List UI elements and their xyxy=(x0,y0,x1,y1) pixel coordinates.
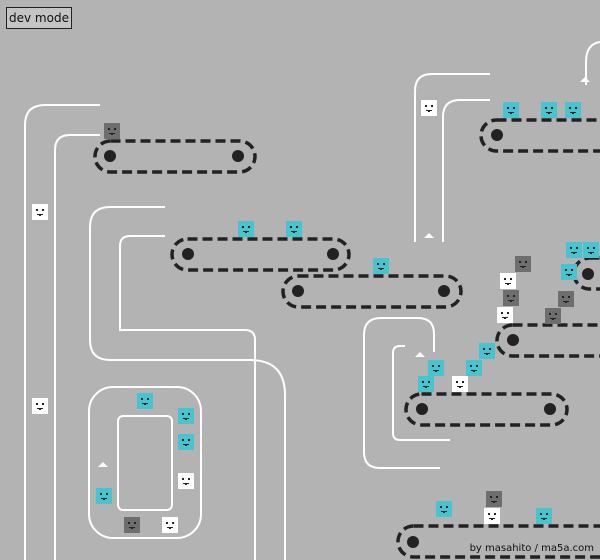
cyan-box xyxy=(566,242,582,258)
white-box xyxy=(32,204,48,220)
belt-3 xyxy=(281,274,463,309)
gray-box xyxy=(104,123,120,139)
cyan-box xyxy=(479,343,495,359)
track-middle-outer xyxy=(89,206,286,560)
gray-box xyxy=(545,308,561,324)
cyan-box xyxy=(503,102,519,118)
track-oval-outer xyxy=(88,386,202,539)
cyan-box xyxy=(178,408,194,424)
white-box xyxy=(500,273,516,289)
belt-4 xyxy=(479,118,600,153)
cyan-box xyxy=(466,360,482,376)
belt-2 xyxy=(170,237,351,272)
arrows xyxy=(98,77,590,467)
credit-text: by masahito / ma5a.com xyxy=(469,543,594,554)
cyan-box xyxy=(565,102,581,118)
belt-6 xyxy=(495,323,600,358)
cyan-box xyxy=(428,360,444,376)
white-box xyxy=(484,508,500,524)
tracks xyxy=(24,41,600,560)
cyan-box xyxy=(436,501,452,517)
cyan-box xyxy=(96,488,112,504)
white-box xyxy=(162,517,178,533)
cyan-box xyxy=(536,508,552,524)
track-middle-inner xyxy=(119,235,256,560)
cyan-box xyxy=(541,102,557,118)
arrow-up-icon xyxy=(580,77,590,82)
belt-8 xyxy=(396,524,600,559)
arrow-up-icon xyxy=(424,233,434,238)
belts xyxy=(93,118,600,559)
cyan-box xyxy=(561,264,577,280)
belt-7 xyxy=(404,392,569,427)
arrow-up-icon xyxy=(98,462,108,467)
track-top-inner xyxy=(442,99,490,242)
cyan-box xyxy=(286,221,302,237)
cyan-box xyxy=(373,258,389,274)
dev-mode-button[interactable]: dev mode xyxy=(6,7,72,29)
cyan-box xyxy=(238,221,254,237)
wheels xyxy=(104,129,594,548)
belt-1 xyxy=(93,139,257,174)
white-box xyxy=(497,307,513,323)
white-box xyxy=(421,100,437,116)
boxes xyxy=(32,100,599,533)
gray-box xyxy=(515,256,531,272)
gray-box xyxy=(486,491,502,507)
gray-box xyxy=(558,291,574,307)
gray-box xyxy=(124,517,140,533)
track-loop-inner xyxy=(392,345,450,441)
white-box xyxy=(32,398,48,414)
arrow-up-icon xyxy=(415,352,425,357)
gray-box xyxy=(503,290,519,306)
cyan-box xyxy=(583,242,599,258)
white-box xyxy=(178,473,194,489)
track-left-outer xyxy=(24,104,100,560)
track-right-edge xyxy=(585,41,600,85)
white-box xyxy=(452,376,468,392)
track-left-inner xyxy=(54,134,100,560)
cyan-box xyxy=(418,376,434,392)
cyan-box xyxy=(137,393,153,409)
track-loop-outer xyxy=(363,317,440,469)
cyan-box xyxy=(178,434,194,450)
track-oval-inner xyxy=(117,415,173,511)
track-top-outer xyxy=(414,73,490,242)
